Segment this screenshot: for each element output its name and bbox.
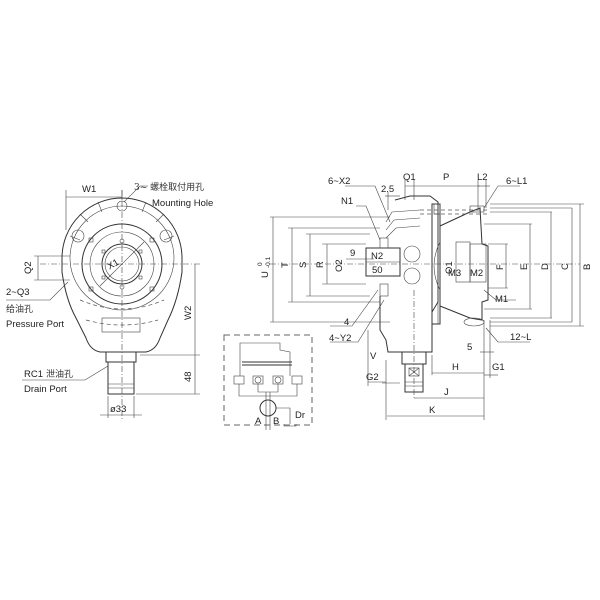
dim-w2: W2 — [183, 306, 194, 320]
dim-48: 48 — [183, 371, 194, 382]
dim-phi33: ø33 — [110, 404, 126, 415]
dim-s: S — [298, 262, 309, 268]
dim-g1: G1 — [492, 362, 505, 373]
dim-v: V — [370, 351, 377, 362]
dim-w1: W1 — [82, 184, 96, 195]
dim-e: E — [519, 264, 530, 270]
dim-o2: O2 — [334, 259, 345, 272]
pressure-port-code: 2~Q3 — [6, 287, 30, 298]
dim-u-tol-lower: -0.1 — [265, 256, 272, 268]
dim-6-x2: 6~X2 — [328, 176, 350, 187]
dim-q2: Q2 — [23, 261, 34, 274]
pressure-port-cn-label: 给油孔 — [6, 303, 33, 315]
dim-x1: X1 — [106, 257, 122, 272]
dim-u-tol-upper: 0 — [257, 262, 264, 266]
side-view — [270, 180, 584, 420]
dim-f: F — [495, 264, 506, 270]
dim-d: D — [540, 263, 551, 270]
drain-port-code: RC1 — [24, 369, 43, 380]
dim-5: 5 — [467, 342, 472, 353]
dim-n2: N2 — [371, 251, 383, 262]
dim-12-l: 12~L — [510, 332, 531, 343]
dim-q1: Q1 — [403, 172, 416, 183]
pressure-port-en-label: Pressure Port — [6, 319, 64, 330]
dim-9: 9 — [350, 248, 355, 259]
drain-port-en-label: Drain Port — [24, 384, 67, 395]
dim-c: C — [560, 263, 571, 270]
dim-n1: N1 — [341, 196, 353, 207]
dim-l2: L2 — [477, 172, 488, 183]
dim-2-5: 2.5 — [381, 184, 394, 195]
mounting-hole-cn-label: 3~ 螺栓取付用孔 — [134, 181, 204, 193]
dim-r: R — [315, 261, 326, 268]
dim-j: J — [444, 387, 449, 398]
dim-t: T — [280, 262, 291, 268]
dim-6-l1: 6~L1 — [506, 176, 527, 187]
dim-p: P — [443, 172, 449, 183]
dim-k: K — [429, 405, 436, 416]
port-a-label: A — [255, 416, 262, 427]
port-b-label: B — [273, 416, 279, 427]
mounting-hole-en-label: Mounting Hole — [152, 198, 213, 209]
dim-h: H — [452, 362, 459, 373]
dim-4-y2: 4~Y2 — [329, 333, 351, 344]
dim-g2: G2 — [366, 372, 379, 383]
front-view — [6, 185, 200, 420]
dim-u: U — [260, 271, 271, 278]
port-dr-label: Dr — [295, 410, 305, 421]
dim-o1: O1 — [444, 261, 455, 274]
dim-50: 50 — [372, 265, 383, 276]
drain-port-cn-label: 泄油孔 — [46, 368, 73, 380]
dim-4: 4 — [344, 317, 349, 328]
hydraulic-schematic — [223, 334, 313, 430]
dim-b: B — [582, 264, 593, 270]
dim-m2: M2 — [470, 268, 483, 279]
dim-m1: M1 — [495, 294, 508, 305]
dim-m3: M3 — [448, 268, 461, 279]
